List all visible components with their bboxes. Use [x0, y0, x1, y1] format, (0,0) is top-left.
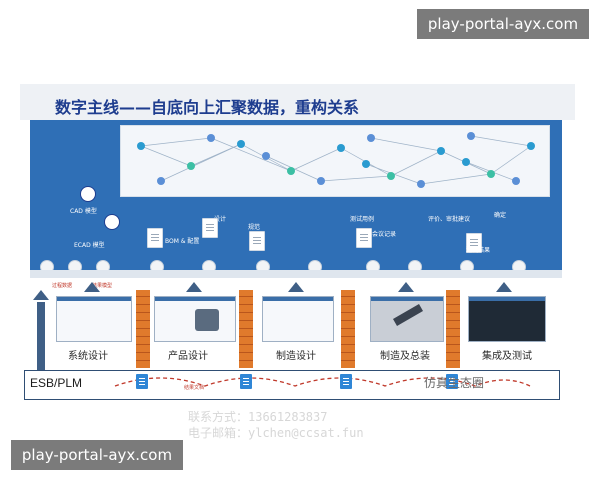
watermark-top-right: play-portal-ayx.com [417, 9, 589, 39]
network-node [262, 152, 270, 160]
network-node [462, 158, 470, 166]
brick-wall-3 [341, 290, 355, 368]
brick-wall-2 [239, 290, 253, 368]
stage-integration-test: 集成及测试 [482, 351, 532, 362]
stage-manufacturing-design: 制造设计 [276, 351, 316, 362]
network-node [527, 142, 535, 150]
stage-system-design: 系统设计 [68, 351, 108, 362]
design-document-icon [202, 218, 218, 238]
label-spec: 规范 [248, 224, 261, 231]
ecad-model-icon [104, 214, 120, 230]
label-cad-model: CAD 模型 [70, 208, 97, 215]
label-review: 评价、审批建议 [428, 216, 471, 223]
label-design: 设计 [214, 216, 227, 223]
esb-plm-label: ESB/PLM [30, 376, 83, 390]
label-confirm: 确定 [494, 212, 507, 219]
main-up-arrow-shaft [37, 302, 45, 376]
brick-wall-1 [136, 290, 150, 368]
label-result-model: 结果模型 [92, 283, 113, 289]
up-arrow-icon [288, 282, 304, 292]
result-document-icon [446, 374, 458, 389]
brick-wall-4 [446, 290, 460, 368]
network-node [487, 170, 495, 178]
network-node [387, 172, 395, 180]
network-node [237, 140, 245, 148]
result-document-icon [340, 374, 352, 389]
bom-document-icon [147, 228, 163, 248]
contact-email: 电子邮箱：ylchen@ccsat.fun [188, 426, 364, 440]
knowledge-network [120, 125, 550, 197]
network-node [137, 142, 145, 150]
network-node [287, 167, 295, 175]
contact-phone: 联系方式：13661283837 [188, 410, 328, 424]
network-node [417, 180, 425, 188]
result-document-icon [240, 374, 252, 389]
integration-test-screenshot [468, 296, 546, 342]
slide-title: 数字主线——自底向上汇聚数据，重构关系 [55, 98, 360, 117]
network-node [467, 132, 475, 140]
cad-model-icon [80, 186, 96, 202]
product-design-screenshot [154, 296, 236, 342]
network-node [437, 147, 445, 155]
label-test-cases: 测试用例 [350, 216, 375, 223]
base-strip [30, 270, 562, 278]
stage-manufacturing-assembly: 制造及总装 [380, 351, 430, 362]
meeting-document-icon [356, 228, 372, 248]
up-arrow-icon [84, 282, 100, 292]
network-node [362, 160, 370, 168]
network-node [207, 134, 215, 142]
assembly-screenshot [370, 296, 444, 342]
network-node [512, 177, 520, 185]
label-process-data: 过程数据 [52, 283, 73, 289]
stage-product-design: 产品设计 [168, 351, 208, 362]
network-node [367, 134, 375, 142]
label-bom-config: BOM & 配置 [165, 238, 200, 245]
system-design-screenshot [56, 296, 132, 342]
up-arrow-icon [186, 282, 202, 292]
up-arrow-icon [398, 282, 414, 292]
result-document-icon [136, 374, 148, 389]
label-result-document: 结果文档 [184, 385, 205, 391]
spec-document-icon [249, 231, 265, 251]
source-mark: 仿真生态圈 [424, 376, 485, 390]
network-node [337, 144, 345, 152]
network-node [157, 177, 165, 185]
esb-plm-bar [24, 370, 560, 400]
manufacturing-design-screenshot [262, 296, 334, 342]
network-links [140, 135, 532, 185]
label-meeting-notes: 会议记录 [372, 231, 397, 238]
label-test-results: 测试结果 [466, 247, 491, 254]
result-doc-flow [114, 377, 531, 387]
main-up-arrow-head [33, 290, 49, 300]
slide-title-bar [20, 84, 575, 120]
up-arrow-icon [496, 282, 512, 292]
test-results-document-icon [466, 233, 482, 253]
network-node [317, 177, 325, 185]
network-node [187, 162, 195, 170]
label-ecad-model: ECAD 模型 [74, 242, 105, 249]
watermark-bottom-left: play-portal-ayx.com [11, 440, 183, 470]
